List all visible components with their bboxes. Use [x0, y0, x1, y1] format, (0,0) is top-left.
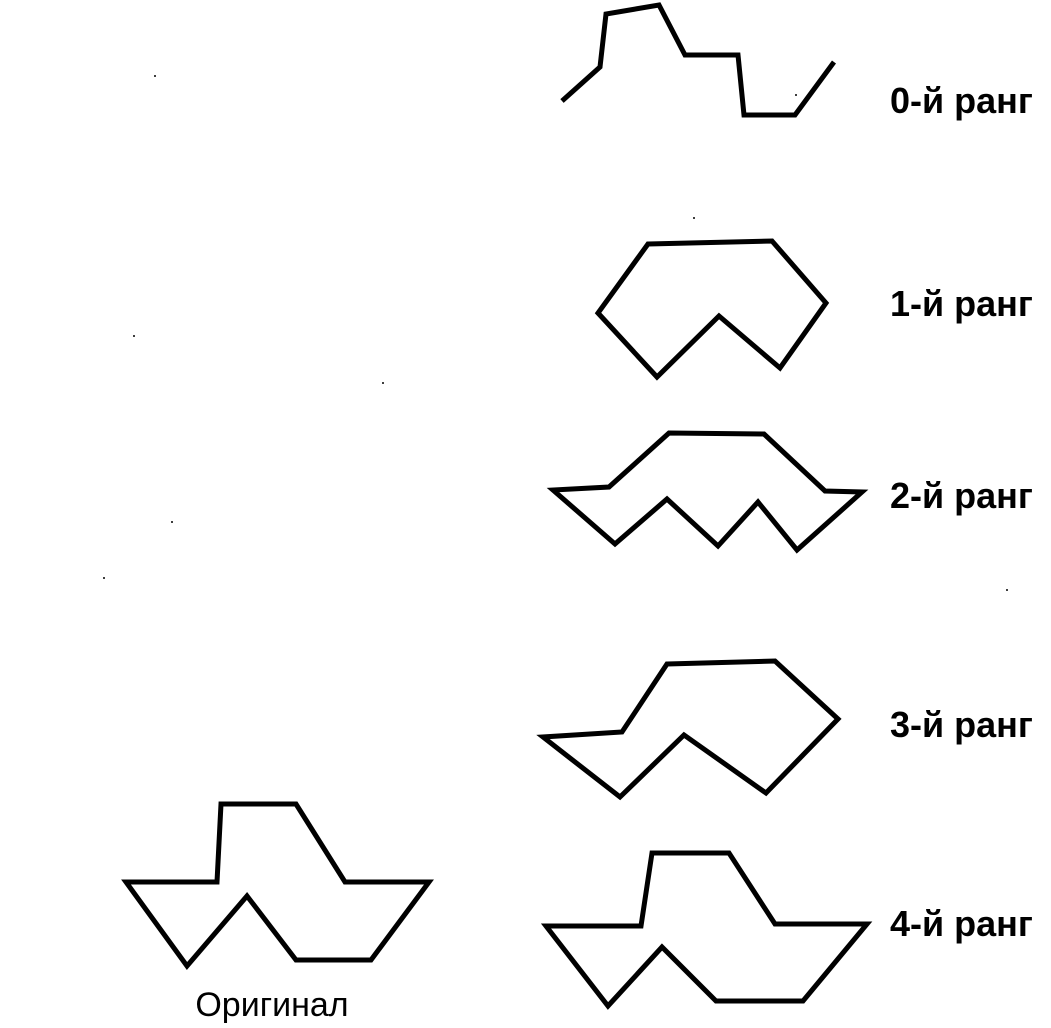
rank-2-label: 2-й ранг	[890, 475, 1033, 516]
rank-4-shape	[540, 850, 873, 1010]
scan-speck	[154, 75, 156, 77]
rank-2-shape	[546, 430, 869, 554]
rank-3-shape	[536, 658, 842, 801]
rank-4-label: 4-й ранг	[890, 903, 1033, 944]
scan-speck	[171, 521, 173, 523]
rank-3-label: 3-й ранг	[890, 704, 1033, 745]
scan-speck	[382, 382, 384, 384]
original-shape	[121, 801, 434, 971]
scan-speck	[103, 577, 105, 579]
scan-speck	[795, 94, 797, 96]
rank-1-label: 1-й ранг	[890, 283, 1033, 324]
scan-speck	[693, 217, 695, 219]
rank-1-shape	[594, 238, 830, 381]
rank-0-shape	[560, 2, 837, 118]
scan-speck	[1006, 589, 1008, 591]
scan-speck	[133, 335, 135, 337]
original-label: Оригинал	[195, 986, 348, 1024]
rank-0-label: 0-й ранг	[890, 80, 1033, 121]
